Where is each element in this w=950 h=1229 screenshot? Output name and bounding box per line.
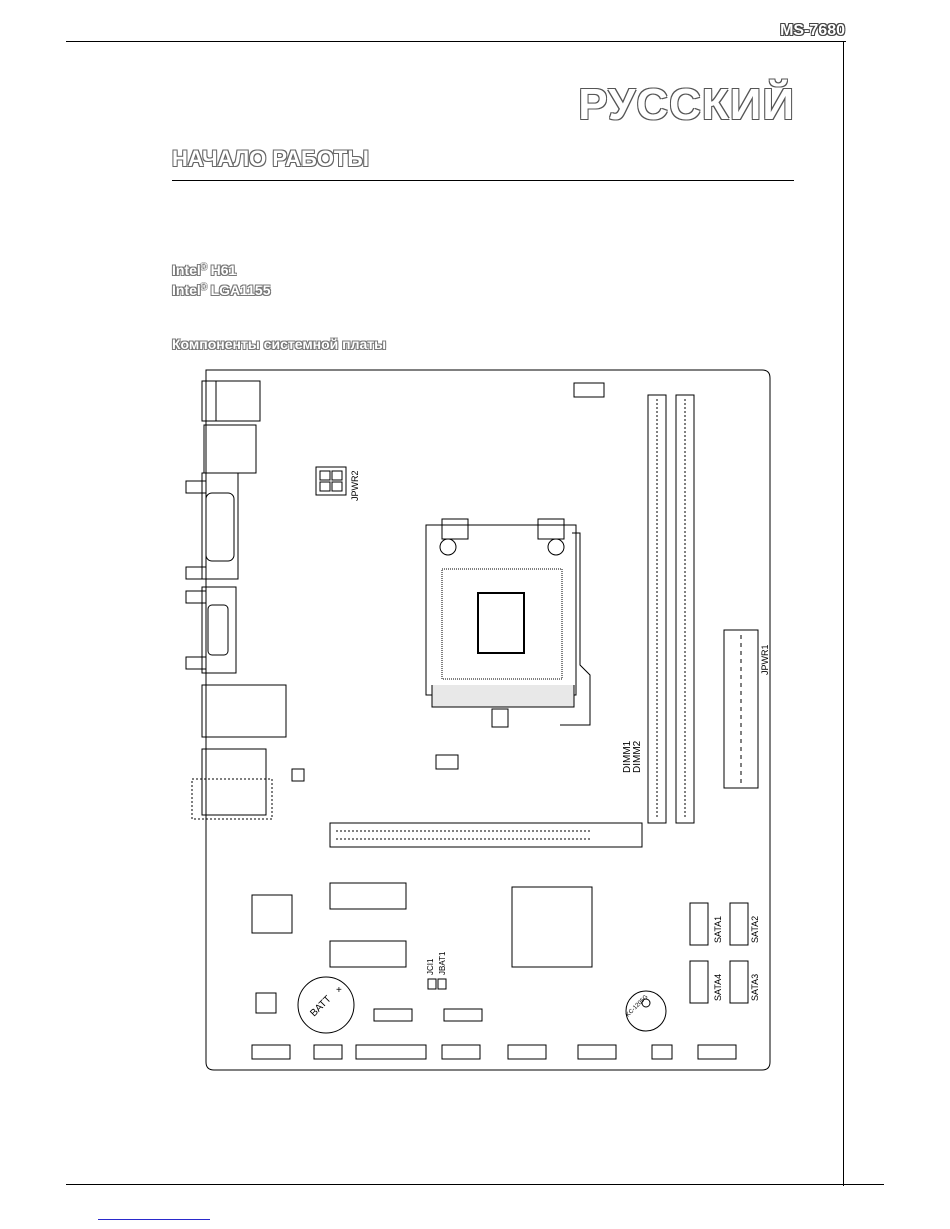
sata2-port bbox=[730, 903, 748, 945]
sata4-port bbox=[690, 961, 708, 1003]
chipset-spec: Intel® H61 bbox=[172, 262, 236, 278]
motherboard-diagram: JPWR2 JPWR1 DIMM1 DIMM2 SATA1 SATA2 SATA… bbox=[180, 365, 780, 1080]
socket-spec: Intel® LGA1155 bbox=[172, 282, 271, 298]
buzzer-label: KC-1205G bbox=[625, 994, 650, 1019]
jpwr2-label: JPWR2 bbox=[350, 470, 360, 501]
audio-jacks bbox=[202, 749, 266, 815]
batt-plus-label: + bbox=[336, 985, 342, 996]
sys-fan-header bbox=[574, 383, 604, 397]
registered-mark: ® bbox=[201, 282, 207, 291]
sata3-label: SATA3 bbox=[750, 974, 760, 1001]
fan-header bbox=[314, 1045, 342, 1059]
sata2-label: SATA2 bbox=[750, 916, 760, 943]
sata3-port bbox=[730, 961, 748, 1003]
socket-brand: Intel bbox=[172, 282, 201, 298]
sata1-port bbox=[690, 903, 708, 945]
sata4-label: SATA4 bbox=[713, 974, 723, 1001]
chipset-brand: Intel bbox=[172, 262, 201, 278]
language-title: РУССКИЙ bbox=[520, 80, 795, 130]
registered-mark: ® bbox=[201, 262, 207, 271]
footer-rule bbox=[66, 1184, 884, 1185]
cpu-socket bbox=[426, 525, 576, 695]
dimm2-label: DIMM2 bbox=[632, 740, 643, 773]
model-number: MS-7680 bbox=[700, 22, 845, 40]
jpwr1-label: JPWR1 bbox=[760, 644, 770, 675]
pch-chipset bbox=[512, 887, 592, 967]
chipset-model: H61 bbox=[211, 262, 237, 278]
dvi-port bbox=[202, 473, 238, 579]
components-subheading: Компоненты системной платы bbox=[172, 336, 386, 352]
header-rule bbox=[66, 41, 846, 42]
ps2-port bbox=[202, 381, 260, 421]
io-chip bbox=[252, 895, 292, 933]
section-title: НАЧАЛО РАБОТЫ bbox=[172, 146, 369, 172]
pcie-x1-slot-1 bbox=[330, 883, 406, 909]
socket-model: LGA1155 bbox=[211, 282, 271, 298]
section-rule bbox=[172, 180, 794, 181]
jci1-label: JCI1 bbox=[426, 958, 435, 975]
footer-underline bbox=[98, 1219, 210, 1220]
vga-port bbox=[202, 587, 236, 673]
jbat1-label: JBAT1 bbox=[438, 951, 447, 975]
right-margin-rule bbox=[843, 41, 844, 1186]
pcie-x16-slot bbox=[330, 823, 642, 847]
header-pins bbox=[374, 1009, 412, 1021]
lan-usb-port bbox=[202, 685, 286, 737]
cpu-fan-header bbox=[436, 755, 458, 769]
batt-label: BATT bbox=[308, 994, 333, 1019]
pcie-x1-slot-2 bbox=[330, 941, 406, 967]
usb-stack-1 bbox=[204, 425, 256, 473]
sata1-label: SATA1 bbox=[713, 916, 723, 943]
